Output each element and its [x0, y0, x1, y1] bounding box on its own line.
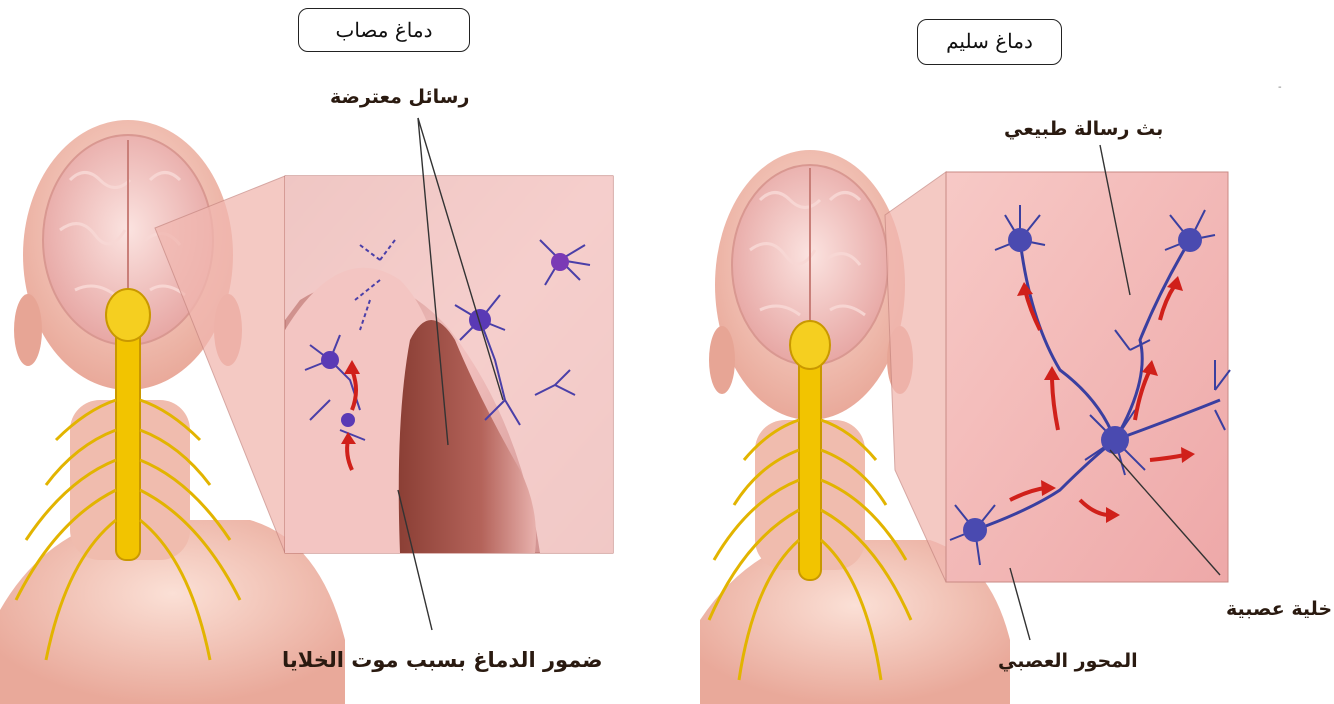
- svg-text:-: -: [1278, 82, 1282, 93]
- nerve-cell-label: خلية عصبية: [1226, 598, 1332, 620]
- neuron-center: [1101, 426, 1129, 454]
- atrophy-label: ضمور الدماغ بسبب موت الخلايا: [282, 648, 603, 672]
- right-zoom-connector: [885, 172, 946, 582]
- left-title: دماغ مصاب: [336, 18, 433, 42]
- right-title: دماغ سليم: [946, 29, 1033, 53]
- right-title-box: دماغ سليم: [917, 19, 1062, 65]
- neuron-top-right: [1178, 228, 1202, 252]
- healthy-inset: [946, 172, 1230, 582]
- normal-signal-label: بث رسالة طبيعي: [1004, 118, 1163, 140]
- damaged-inset: [285, 176, 613, 553]
- neuron-top-left: [1008, 228, 1032, 252]
- intercepted-messages-label: رسائل معترضة: [330, 86, 469, 108]
- neuron-bottom-left: [963, 518, 987, 542]
- axon-label: المحور العصبي: [998, 650, 1138, 672]
- left-title-box: دماغ مصاب: [298, 8, 470, 52]
